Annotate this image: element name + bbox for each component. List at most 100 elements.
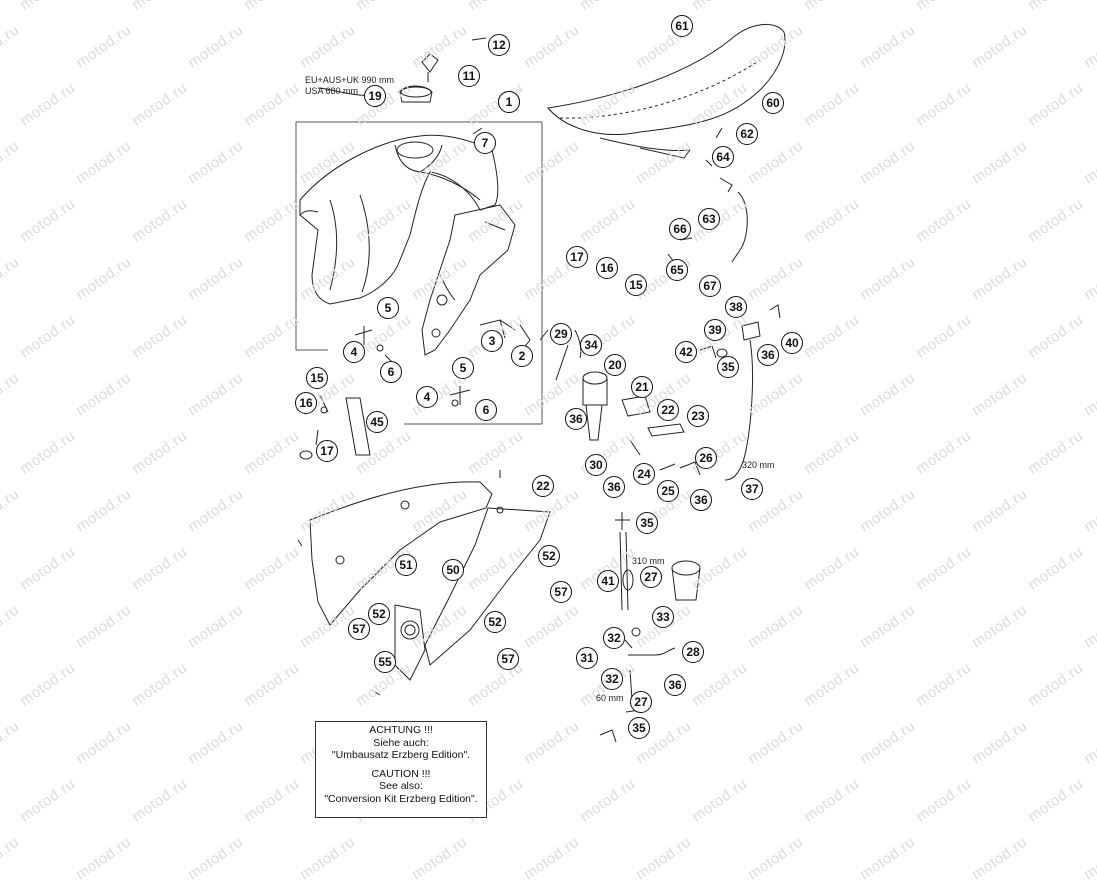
callout-64[interactable]: 64 bbox=[712, 146, 734, 168]
callout-28[interactable]: 28 bbox=[682, 641, 704, 663]
callout-4a[interactable]: 4 bbox=[343, 341, 365, 363]
exploded-parts-diagram bbox=[295, 23, 786, 743]
callout-6a[interactable]: 6 bbox=[380, 361, 402, 383]
callout-55[interactable]: 55 bbox=[374, 651, 396, 673]
callout-1b[interactable]: 1 bbox=[498, 91, 520, 113]
callout-41[interactable]: 41 bbox=[597, 570, 619, 592]
watermark-text: motod.ru bbox=[520, 833, 583, 884]
callout-19[interactable]: 19 bbox=[364, 85, 386, 107]
callout-11[interactable]: 11 bbox=[458, 65, 480, 87]
callout-32a[interactable]: 32 bbox=[603, 627, 625, 649]
callout-31[interactable]: 31 bbox=[576, 647, 598, 669]
callout-12[interactable]: 12 bbox=[488, 34, 510, 56]
callout-63[interactable]: 63 bbox=[698, 208, 720, 230]
callout-22a[interactable]: 22 bbox=[657, 399, 679, 421]
fuel-tank bbox=[299, 134, 499, 305]
watermark-text: motod.ru bbox=[184, 833, 247, 884]
watermark-text: motod.ru bbox=[856, 833, 919, 884]
callout-52b[interactable]: 52 bbox=[368, 603, 390, 625]
callout-65[interactable]: 65 bbox=[666, 259, 688, 281]
rubber-buffers bbox=[299, 394, 371, 460]
callout-22b[interactable]: 22 bbox=[532, 475, 554, 497]
tank-detail-frame bbox=[295, 121, 543, 425]
callout-36a[interactable]: 36 bbox=[565, 408, 587, 430]
callout-66[interactable]: 66 bbox=[669, 218, 691, 240]
notice-en-line1: See also: bbox=[379, 780, 423, 792]
watermark-text: motod.ru bbox=[72, 833, 135, 884]
callout-37[interactable]: 37 bbox=[741, 478, 763, 500]
side-panels bbox=[297, 470, 551, 696]
callout-2[interactable]: 2 bbox=[511, 345, 533, 367]
callout-35a[interactable]: 35 bbox=[717, 356, 739, 378]
callout-36e[interactable]: 36 bbox=[664, 674, 686, 696]
callout-26[interactable]: 26 bbox=[695, 447, 717, 469]
callout-20[interactable]: 20 bbox=[604, 354, 626, 376]
hose-length-310: 310 mm bbox=[632, 556, 665, 566]
callout-15a[interactable]: 15 bbox=[306, 367, 328, 389]
callout-29[interactable]: 29 bbox=[550, 323, 572, 345]
callout-15b[interactable]: 15 bbox=[625, 274, 647, 296]
callout-4b[interactable]: 4 bbox=[416, 386, 438, 408]
callout-50[interactable]: 50 bbox=[442, 559, 464, 581]
callout-23[interactable]: 23 bbox=[687, 405, 709, 427]
callout-57b[interactable]: 57 bbox=[348, 618, 370, 640]
callout-51[interactable]: 51 bbox=[395, 554, 417, 576]
notice-de-line2: "Umbausatz Erzberg Edition". bbox=[331, 749, 471, 761]
callout-17a[interactable]: 17 bbox=[316, 440, 338, 462]
callout-3[interactable]: 3 bbox=[481, 330, 503, 352]
notice-de-line1: Siehe auch: bbox=[373, 736, 429, 749]
callout-21[interactable]: 21 bbox=[631, 376, 653, 398]
watermark-text: motod.ru bbox=[1080, 833, 1097, 884]
callout-30[interactable]: 30 bbox=[585, 454, 607, 476]
erzberg-edition-notice: ACHTUNG !!! Siehe auch: "Umbausatz Erzbe… bbox=[315, 721, 487, 818]
callout-7[interactable]: 7 bbox=[474, 132, 496, 154]
callout-24[interactable]: 24 bbox=[633, 463, 655, 485]
tank-hose-length-eu: EU+AUS+UK 990 mm bbox=[305, 75, 395, 85]
callout-45[interactable]: 45 bbox=[366, 411, 388, 433]
notice-en-title: CAUTION !!! bbox=[371, 767, 431, 780]
callout-57c[interactable]: 57 bbox=[497, 648, 519, 670]
callout-61[interactable]: 61 bbox=[671, 15, 693, 37]
callout-27a[interactable]: 27 bbox=[640, 566, 662, 588]
tank-hose-length-usa: USA 680 mm bbox=[305, 86, 359, 96]
callout-36d[interactable]: 36 bbox=[757, 344, 779, 366]
callout-17b[interactable]: 17 bbox=[566, 246, 588, 268]
callout-16a[interactable]: 16 bbox=[295, 392, 317, 414]
callout-5a[interactable]: 5 bbox=[377, 297, 399, 319]
callout-25[interactable]: 25 bbox=[657, 480, 679, 502]
lower-hoses bbox=[599, 512, 701, 743]
tank-hose-length-label: EU+AUS+UK 990 mm USA 680 mm bbox=[305, 75, 394, 97]
callout-60[interactable]: 60 bbox=[762, 92, 784, 114]
callout-36b[interactable]: 36 bbox=[603, 476, 625, 498]
callout-52c[interactable]: 52 bbox=[484, 611, 506, 633]
callout-38[interactable]: 38 bbox=[725, 296, 747, 318]
callout-33[interactable]: 33 bbox=[652, 606, 674, 628]
callout-67[interactable]: 67 bbox=[699, 275, 721, 297]
callout-6b[interactable]: 6 bbox=[475, 399, 497, 421]
callout-62[interactable]: 62 bbox=[736, 123, 758, 145]
seat-fasteners bbox=[667, 127, 748, 263]
fuel-tap-assembly bbox=[539, 329, 701, 476]
callout-35c[interactable]: 35 bbox=[628, 717, 650, 739]
callout-52a[interactable]: 52 bbox=[538, 545, 560, 567]
watermark-text: motod.ru bbox=[744, 833, 807, 884]
tank-shroud bbox=[421, 204, 516, 356]
callout-16b[interactable]: 16 bbox=[596, 257, 618, 279]
callout-40[interactable]: 40 bbox=[781, 332, 803, 354]
callout-35b[interactable]: 35 bbox=[636, 512, 658, 534]
notice-en-line2: "Conversion Kit Erzberg Edition". bbox=[324, 792, 478, 805]
watermark-text: motod.ru bbox=[968, 833, 1031, 884]
callout-32b[interactable]: 32 bbox=[601, 668, 623, 690]
callout-39[interactable]: 39 bbox=[704, 319, 726, 341]
callout-57a[interactable]: 57 bbox=[550, 581, 572, 603]
callout-36c[interactable]: 36 bbox=[690, 489, 712, 511]
callout-27b[interactable]: 27 bbox=[630, 691, 652, 713]
callout-5b[interactable]: 5 bbox=[452, 357, 474, 379]
callout-42[interactable]: 42 bbox=[675, 341, 697, 363]
watermark-text: motod.ru bbox=[632, 833, 695, 884]
tank-fasteners bbox=[354, 127, 531, 407]
watermark-text: motod.ru bbox=[0, 833, 23, 884]
hose-length-320: 320 mm bbox=[742, 460, 775, 470]
watermark-text: motod.ru bbox=[296, 833, 359, 884]
callout-34[interactable]: 34 bbox=[580, 334, 602, 356]
